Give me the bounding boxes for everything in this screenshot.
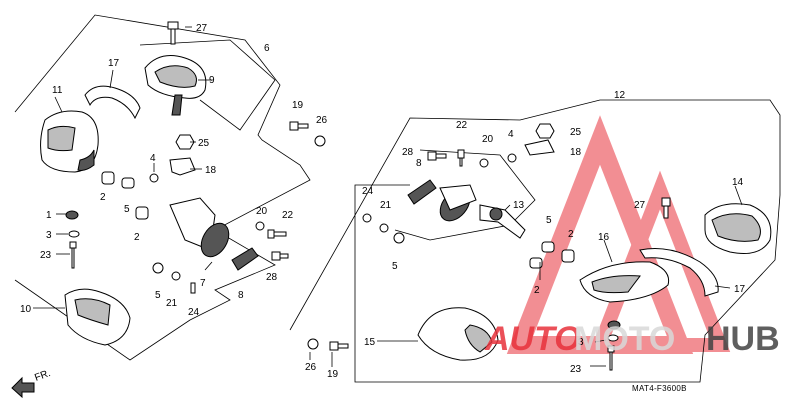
part-16-right-lens <box>579 261 670 303</box>
callout-3-right: 3 <box>578 337 584 348</box>
watermark-text: AUTO MOTO HUB <box>484 320 780 358</box>
right-group-outline <box>289 99 781 383</box>
left-subgroup-outline <box>139 39 276 131</box>
part-20-washer-left <box>255 221 265 231</box>
callout-24-right: 24 <box>362 186 374 197</box>
part-27-bolt-left <box>167 21 179 45</box>
callout-20-right: 20 <box>482 134 494 145</box>
callout-10: 10 <box>20 304 32 315</box>
part-9-base-unit <box>144 55 207 116</box>
part-22-20-bolt-washer-right <box>457 149 489 168</box>
callout-2-a: 2 <box>100 192 106 203</box>
part-4-18-25-fasteners-right <box>507 123 555 163</box>
callout-5-b: 5 <box>155 290 161 301</box>
part-28-bolt-left <box>271 251 289 261</box>
part-28-bolt-right <box>427 151 447 161</box>
part-26-19-washer-bolt-bottom <box>307 338 349 351</box>
part-7-mount-assembly <box>169 197 230 258</box>
callout-6: 6 <box>264 43 270 54</box>
callout-26-bottom: 26 <box>305 362 317 373</box>
figure-code: MAT4-F3600B <box>632 384 687 393</box>
callout-27-right: 27 <box>634 200 646 211</box>
callout-17-right: 17 <box>734 284 746 295</box>
callout-15: 15 <box>364 337 376 348</box>
part-22-bolt-left <box>267 229 287 239</box>
callout-20-left: 20 <box>256 206 268 217</box>
callout-2-d: 2 <box>534 285 540 296</box>
callout-16: 16 <box>598 232 610 243</box>
front-direction-arrow: FR. <box>11 368 52 399</box>
part-24-21-5-fasteners-right <box>362 213 405 244</box>
callout-9: 9 <box>209 75 215 86</box>
callout-12: 12 <box>614 90 626 101</box>
watermark-text-auto: AUTO <box>484 320 581 358</box>
part-right-mount-bracket <box>439 184 477 222</box>
callout-25-left: 25 <box>198 138 210 149</box>
part-14-right-base-unit <box>704 203 772 254</box>
callout-1-left: 1 <box>46 210 52 221</box>
left-group-outline <box>14 14 311 361</box>
watermark-text-moto: MOTO <box>574 320 675 358</box>
callout-2-b: 2 <box>134 232 140 243</box>
callout-19-top: 19 <box>292 100 304 111</box>
callout-18-left: 18 <box>205 165 217 176</box>
part-8-plate-left <box>231 247 259 271</box>
callout-23-right: 23 <box>570 364 582 375</box>
callout-25-right: 25 <box>570 127 582 138</box>
callout-22-right: 22 <box>456 120 468 131</box>
callout-5-d: 5 <box>392 261 398 272</box>
callout-28-right: 28 <box>402 147 414 158</box>
callout-3-left: 3 <box>46 230 52 241</box>
callout-2-c: 2 <box>568 229 574 240</box>
callout-24-left: 24 <box>188 307 200 318</box>
front-arrow-label: FR. <box>33 368 52 384</box>
watermark-text-hub: HUB <box>706 320 780 358</box>
callout-5-a: 5 <box>124 204 130 215</box>
part-10-lower-cover <box>64 288 131 346</box>
part-18-bracket-left <box>169 157 196 176</box>
part-5-21-24-fasteners-left <box>152 262 196 294</box>
part-4-screw-left <box>149 173 159 183</box>
part-27-bolt-right <box>661 197 671 219</box>
callout-21-left: 21 <box>166 298 178 309</box>
callout-18-right: 18 <box>570 147 582 158</box>
callout-4-right: 4 <box>508 129 514 140</box>
callout-13: 13 <box>513 200 525 211</box>
callout-22-left: 22 <box>282 210 294 221</box>
part-15-right-lower-cover <box>417 307 499 361</box>
part-19-26-bolt-washer-top <box>289 121 326 147</box>
callout-26-top: 26 <box>316 115 328 126</box>
leader-lines <box>33 26 743 367</box>
callout-23-left: 23 <box>40 250 52 261</box>
callout-27-left: 27 <box>196 23 208 34</box>
callout-7: 7 <box>200 278 206 289</box>
callout-5-c: 5 <box>546 215 552 226</box>
callout-8-left: 8 <box>238 290 244 301</box>
right-subgroup-outline <box>394 149 536 241</box>
part-25-nut-left <box>175 134 195 150</box>
part-11-turn-signal-housing <box>40 110 99 173</box>
callout-28-left: 28 <box>266 272 278 283</box>
callout-17-left: 17 <box>108 58 120 69</box>
callout-21-right: 21 <box>380 200 392 211</box>
callout-14: 14 <box>732 177 744 188</box>
callout-19-bottom: 19 <box>327 369 339 380</box>
part-2-5-grommets-right <box>529 241 575 269</box>
callout-11: 11 <box>52 85 63 96</box>
callout-8-right: 8 <box>416 158 422 169</box>
part-1-3-23-fastener-stack-left <box>65 210 80 269</box>
part-17-left-trim-band <box>84 85 141 120</box>
callout-numbers: 27 6 17 9 11 19 26 25 4 18 2 5 2 1 3 23 … <box>20 23 746 380</box>
callout-4-left: 4 <box>150 153 156 164</box>
part-1-3-23-fastener-stack-right <box>607 320 621 371</box>
part-2-grommets-left <box>101 171 149 220</box>
part-8-plate-right <box>407 179 437 205</box>
part-17-right-trim-band <box>639 248 719 297</box>
